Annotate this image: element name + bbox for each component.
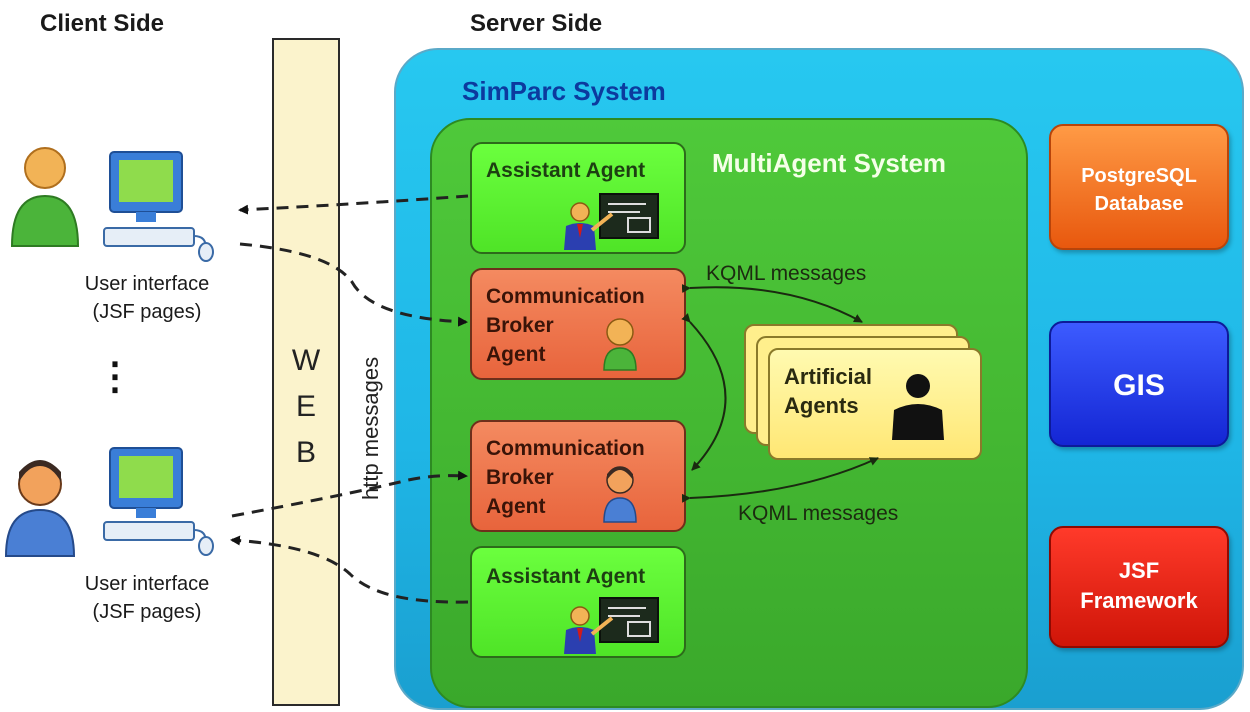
computer-icon (103, 151, 214, 262)
kqml-label-bottom: KQML messages (738, 502, 899, 525)
broker-top-line-2: Broker (486, 314, 554, 337)
jsf-line-1: JSF (1118, 558, 1160, 583)
ui-top-line-2: (JSF pages) (92, 301, 202, 323)
kqml-connector (681, 283, 863, 323)
silhouette-icon (892, 374, 944, 440)
artificial-agents-label: Artificial Agents (784, 362, 872, 420)
web-letter-w: W (291, 344, 321, 377)
http-connector (238, 194, 469, 215)
broker-broker-connector (681, 313, 727, 471)
ui-bottom-line-1: User interface (84, 573, 210, 595)
presenter-icon (564, 597, 659, 654)
user-avatar-icon (4, 460, 76, 557)
artificial-line-2: Agents (784, 393, 859, 418)
user-interface-label-bottom: User interface (JSF pages) (62, 570, 232, 626)
jsf-line-2: Framework (1080, 588, 1198, 613)
artificial-line-1: Artificial (784, 364, 873, 389)
ui-top-line-1: User interface (84, 273, 210, 295)
user-avatar-icon (603, 318, 637, 371)
web-letter-b: B (295, 436, 316, 469)
web-bar (272, 38, 340, 706)
presenter-icon (564, 193, 659, 250)
assistant-agent-bottom: Assistant Agent (470, 546, 686, 658)
kqml-connector (681, 457, 879, 503)
broker-top-line-1: Communication (486, 285, 645, 308)
postgresql-database-box: PostgreSQL Database (1049, 124, 1229, 250)
broker-top-line-3: Agent (486, 343, 546, 366)
server-side-title: Server Side (470, 10, 603, 37)
broker-agent-bottom: Communication Broker Agent (470, 420, 686, 532)
http-connector (230, 535, 469, 604)
web-letter-e: E (295, 390, 316, 423)
user-avatar-icon (10, 147, 80, 247)
http-connector (231, 470, 468, 518)
broker-bottom-line-2: Broker (486, 466, 554, 489)
assistant-agent-top-label: Assistant Agent (486, 159, 646, 182)
broker-bottom-line-3: Agent (486, 495, 546, 518)
broker-agent-top-label: Communication Broker Agent (486, 282, 645, 369)
broker-bottom-line-1: Communication (486, 437, 645, 460)
web-label: W E B (272, 338, 340, 476)
broker-agent-bottom-label: Communication Broker Agent (486, 434, 645, 521)
jsf-framework-box: JSF Framework (1049, 526, 1229, 648)
http-connector (239, 242, 468, 327)
ui-bottom-line-2: (JSF pages) (92, 601, 202, 623)
postgres-line-2: Database (1094, 193, 1184, 215)
user-interface-label-top: User interface (JSF pages) (62, 270, 232, 326)
gis-box: GIS (1049, 321, 1229, 447)
multiagent-system-title: MultiAgent System (712, 148, 947, 178)
computer-icon (103, 447, 214, 556)
assistant-agent-bottom-label: Assistant Agent (486, 565, 646, 588)
simparc-system-title: SimParc System (462, 76, 666, 106)
kqml-label-top: KQML messages (706, 262, 867, 285)
postgres-line-1: PostgreSQL (1081, 165, 1197, 187)
user-avatar-icon (603, 466, 637, 523)
client-side-title: Client Side (40, 10, 165, 37)
